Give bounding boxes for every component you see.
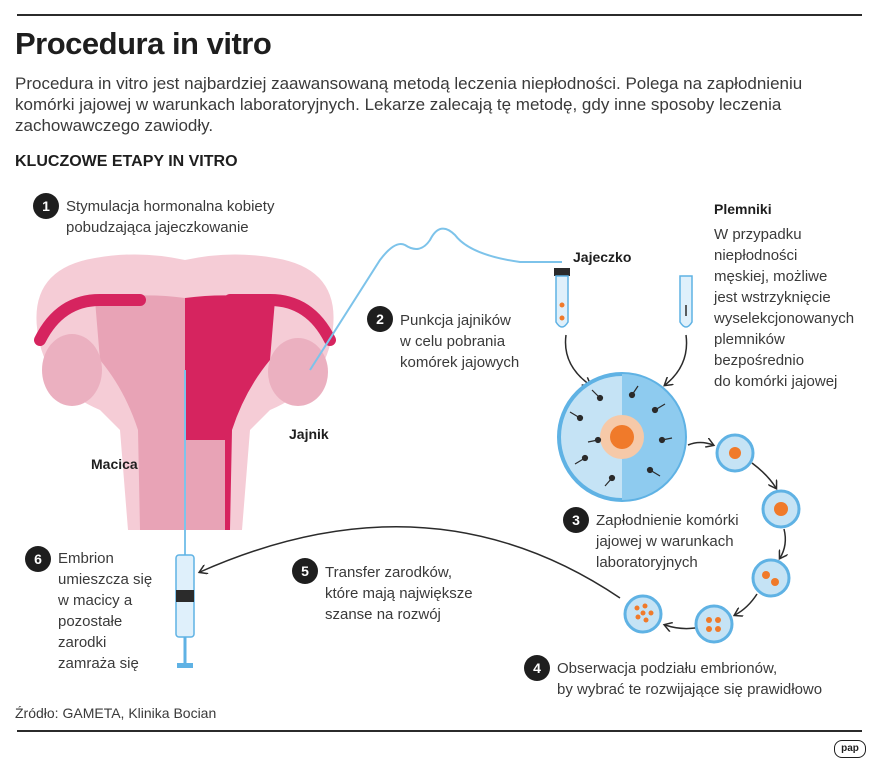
step-1-badge: 1 xyxy=(33,193,59,219)
step-2-badge: 2 xyxy=(367,306,393,332)
step-4-badge: 4 xyxy=(524,655,550,681)
plemniki-label: Plemniki xyxy=(714,201,772,217)
arrow-transfer-to-syringe xyxy=(200,526,621,599)
top-rule xyxy=(17,14,862,16)
puncture-tube xyxy=(309,227,562,371)
jajnik-label: Jajnik xyxy=(289,426,329,442)
embryo-stage-4-icon xyxy=(694,604,734,644)
arrow-stage2-to-stage3 xyxy=(780,528,785,558)
page-title: Procedura in vitro xyxy=(15,26,272,61)
embryo-stage-3-icon xyxy=(751,558,791,598)
section-heading: KLUCZOWE ETAPY IN VITRO xyxy=(15,153,238,170)
ovary-left xyxy=(42,334,102,406)
sperm-test-tube-icon xyxy=(679,275,693,328)
arrow-stage4-to-stage5 xyxy=(665,625,696,629)
bottom-rule xyxy=(17,730,862,732)
egg-test-tube-icon xyxy=(554,268,570,328)
embryo-stage-2-icon xyxy=(761,489,801,529)
pap-logo: pap xyxy=(834,740,866,758)
fallopian-tube-right xyxy=(224,294,336,346)
jajeczko-label: Jajeczko xyxy=(573,249,632,265)
arrow-cell-to-stage1 xyxy=(687,443,713,446)
arrow-sperm-to-cell xyxy=(665,334,688,385)
ovary-right xyxy=(268,338,328,406)
embryo-stage-5-icon xyxy=(623,594,663,634)
arrow-stage1-to-stage2 xyxy=(751,462,776,488)
step-6-badge: 6 xyxy=(25,546,51,572)
step-3-badge: 3 xyxy=(563,507,589,533)
step-4-label: Obserwacja podziału embrionów,by wybrać … xyxy=(557,660,823,698)
arrow-stage3-to-stage4 xyxy=(735,593,758,615)
fertilization-cell-icon xyxy=(557,372,687,502)
syringe-icon xyxy=(175,554,195,668)
step-5-badge: 5 xyxy=(292,558,318,584)
embryo-stage-1-icon xyxy=(715,433,755,473)
fallopian-tube-left xyxy=(34,294,146,346)
intro-text: Procedura in vitro jest najbardziej zaaw… xyxy=(15,74,803,135)
arrow-egg-to-cell xyxy=(564,334,591,385)
source-note: Źródło: GAMETA, Klinika Bocian xyxy=(15,705,217,721)
macica-label: Macica xyxy=(91,456,138,472)
